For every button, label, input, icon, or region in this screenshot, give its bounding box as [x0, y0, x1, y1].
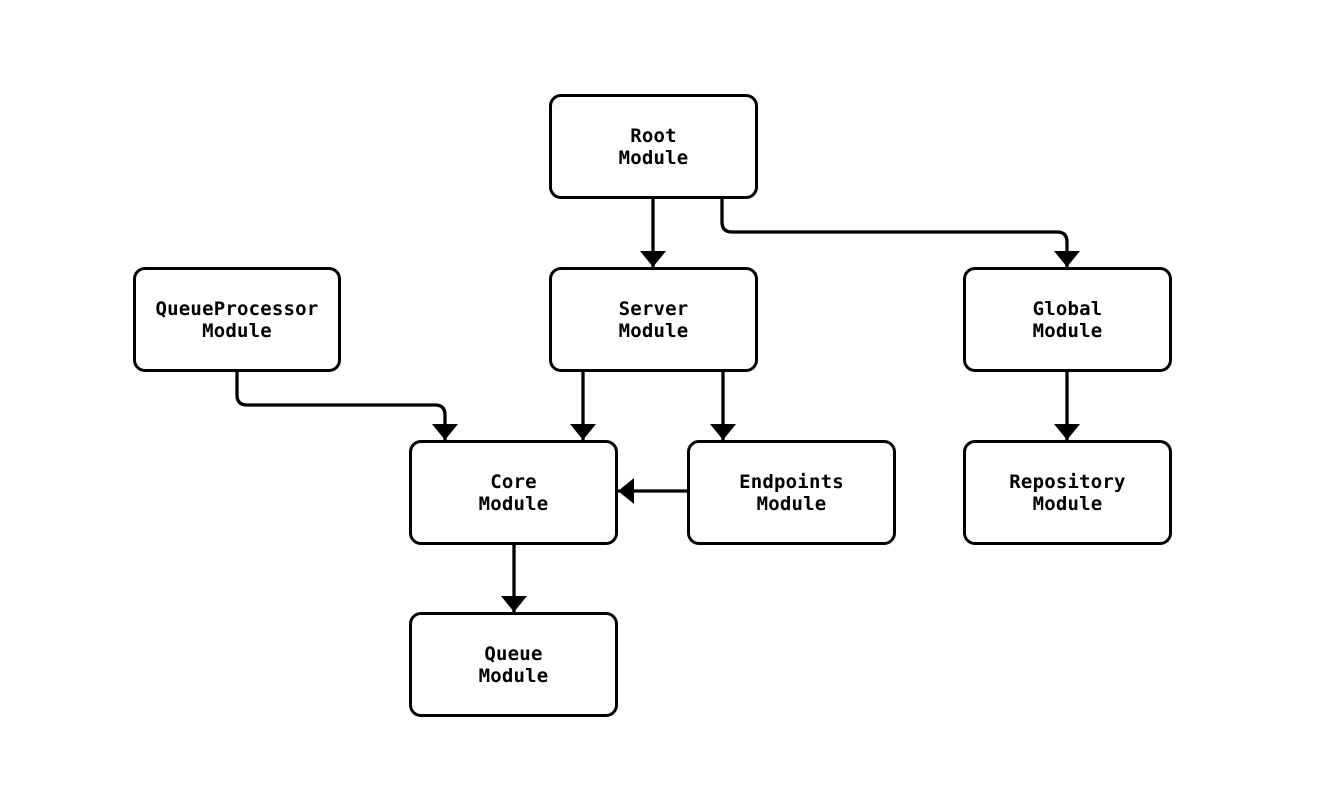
- node-label-queue: Queue Module: [478, 642, 549, 687]
- edge-root-global: [720, 199, 1080, 267]
- node-endpoints: Endpoints Module: [687, 440, 896, 545]
- edge-queueprocessor-core: [235, 372, 458, 440]
- node-label-root: Root Module: [618, 124, 689, 169]
- node-server: Server Module: [549, 267, 758, 372]
- node-queue: Queue Module: [409, 612, 618, 717]
- node-label-queueprocessor: QueueProcessor Module: [155, 297, 319, 342]
- node-queueprocessor: QueueProcessor Module: [133, 267, 341, 372]
- node-core: Core Module: [409, 440, 618, 545]
- node-label-repository: Repository Module: [1009, 470, 1126, 515]
- node-label-endpoints: Endpoints Module: [739, 470, 844, 515]
- node-repository: Repository Module: [963, 440, 1172, 545]
- node-global: Global Module: [963, 267, 1172, 372]
- node-label-global: Global Module: [1032, 297, 1103, 342]
- node-label-core: Core Module: [478, 470, 549, 515]
- node-root: Root Module: [549, 94, 758, 199]
- edges-group: [235, 199, 1080, 612]
- node-label-server: Server Module: [618, 297, 689, 342]
